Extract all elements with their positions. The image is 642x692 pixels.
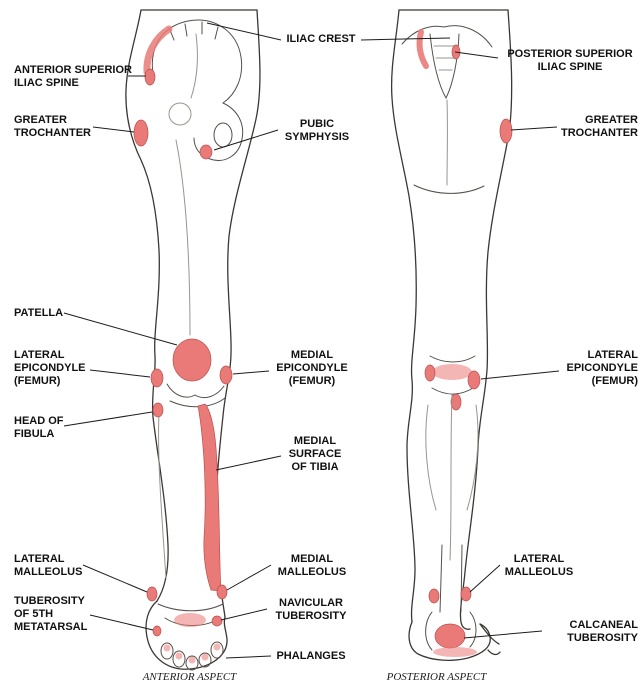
- label-greater-trochanter-left: GREATER TROCHANTER: [14, 114, 91, 139]
- foot-dorsum-highlight: [174, 613, 206, 627]
- medial-malleolus-posterior-highlight: [428, 588, 440, 604]
- calcaneus-highlight: [434, 623, 466, 649]
- label-posterior-superior-iliac-spine: POSTERIOR SUPERIOR ILIAC SPINE: [507, 48, 633, 73]
- popliteal-highlight: [432, 364, 472, 380]
- anterior-figure: [125, 9, 261, 671]
- medial-epicondyle-highlight: [219, 365, 233, 385]
- patella-highlight: [172, 338, 212, 382]
- label-navicular-tuberosity: NAVICULAR TUBEROSITY: [275, 597, 347, 622]
- lateral-epicondyle-left-highlight: [150, 368, 164, 388]
- caption-anterior-aspect: ANTERIOR ASPECT: [142, 671, 237, 683]
- tibia-surface-highlight: [197, 403, 222, 592]
- iliac-crest-highlight: [143, 25, 173, 76]
- label-lateral-malleolus-left: LATERAL MALLEOLUS: [14, 553, 83, 578]
- label-greater-trochanter-right: GREATER TROCHANTER: [561, 114, 638, 139]
- label-medial-surface-of-tibia: MEDIAL SURFACE OF TIBIA: [288, 435, 342, 473]
- fifth-metatarsal-highlight: [152, 625, 162, 637]
- label-lateral-epicondyle-right: LATERAL EPICONDYLE (FEMUR): [566, 349, 638, 387]
- label-head-of-fibula: HEAD OF FIBULA: [14, 415, 64, 440]
- lateral-epicondyle-right-highlight: [467, 370, 481, 390]
- medial-malleolus-highlight: [216, 584, 228, 600]
- navicular-highlight: [211, 615, 223, 627]
- head-of-fibula-highlight: [152, 402, 164, 418]
- posterior-iliac-crest-highlight: [416, 29, 429, 69]
- fibula-head-posterior-highlight: [450, 393, 462, 411]
- label-pubic-symphysis: PUBIC SYMPHYSIS: [284, 118, 350, 143]
- label-medial-malleolus: MEDIAL MALLEOLUS: [277, 553, 347, 578]
- leader-lines: [63, 22, 560, 659]
- label-medial-epicondyle: MEDIAL EPICONDYLE (FEMUR): [276, 349, 348, 387]
- lateral-malleolus-left-highlight: [146, 586, 158, 602]
- label-iliac-crest: ILIAC CREST: [286, 33, 356, 45]
- greater-trochanter-left-highlight: [133, 119, 149, 147]
- lateral-malleolus-right-highlight: [460, 586, 472, 602]
- label-anterior-superior-iliac-spine: ANTERIOR SUPERIOR ILIAC SPINE: [14, 64, 132, 89]
- label-patella: PATELLA: [14, 307, 64, 319]
- sole-highlight: [433, 647, 477, 657]
- label-tuberosity-of-5th-metatarsal: TUBEROSITY OF 5TH METATARSAL: [14, 595, 88, 633]
- asis-highlight: [144, 68, 156, 86]
- label-phalanges: PHALANGES: [276, 650, 346, 662]
- medial-epicondyle-right-highlight: [424, 364, 436, 382]
- caption-posterior-aspect: POSTERIOR ASPECT: [386, 671, 487, 683]
- posterior-figure: [390, 9, 513, 661]
- label-lateral-epicondyle-left: LATERAL EPICONDYLE (FEMUR): [14, 349, 86, 387]
- phalanges-highlight: [163, 643, 221, 664]
- label-calcaneal-tuberosity: CALCANEAL TUBEROSITY: [567, 619, 638, 644]
- label-lateral-malleolus-right: LATERAL MALLEOLUS: [504, 553, 574, 578]
- pubic-symphysis-highlight: [199, 144, 213, 160]
- greater-trochanter-right-highlight: [499, 118, 513, 144]
